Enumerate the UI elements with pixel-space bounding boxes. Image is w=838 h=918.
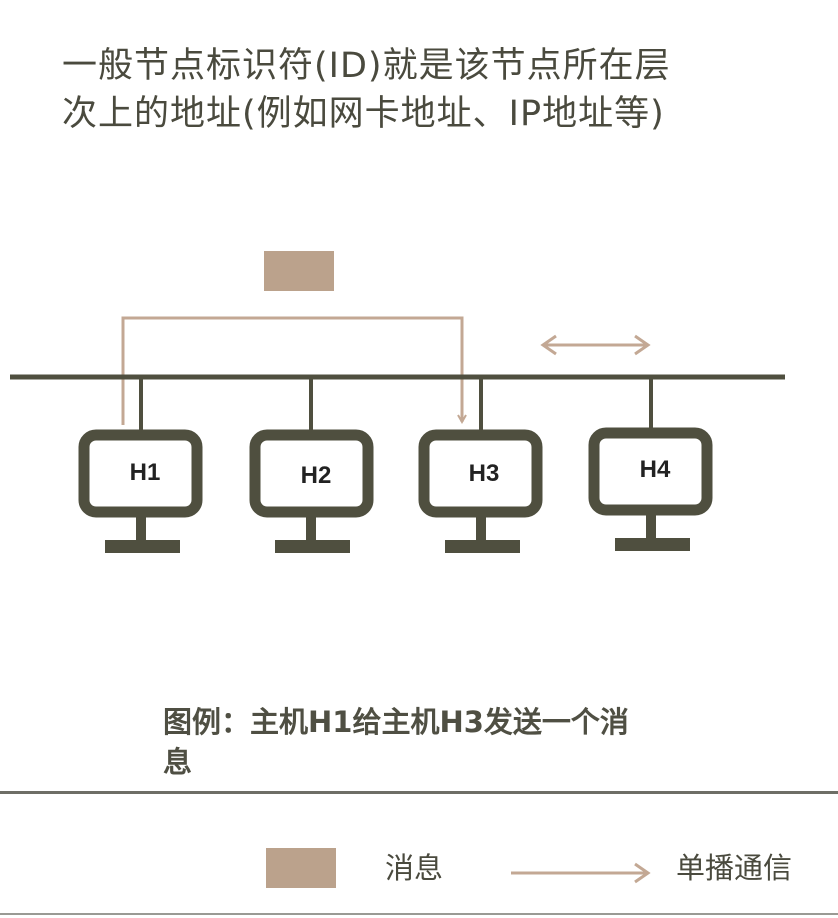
host-h4: H4 xyxy=(588,377,713,551)
host-label-h2: H2 xyxy=(301,462,332,489)
legend-divider-top xyxy=(0,791,838,794)
legend-message-swatch xyxy=(266,848,336,888)
host-h3: H3 xyxy=(418,377,543,553)
unicast-path-h1-to-h3 xyxy=(121,316,462,425)
host-label-h4: H4 xyxy=(640,456,671,483)
legend-caption: 图例：主机H1给主机H3发送一个消 息 xyxy=(163,702,773,782)
legend-unicast-arrow-icon xyxy=(511,862,651,884)
title-line-1: 一般节点标识符(ID)就是该节点所在层 xyxy=(62,46,671,86)
legend-caption-line-1: 图例：主机H1给主机H3发送一个消 xyxy=(163,705,629,739)
legend-caption-line-2: 息 xyxy=(163,745,193,779)
host-h2: H2 xyxy=(249,377,374,553)
legend-message-label: 消息 xyxy=(385,851,444,885)
legend-divider-bottom xyxy=(0,913,838,915)
host-label-h1: H1 xyxy=(130,459,161,486)
host-h1: H1 xyxy=(78,377,203,553)
host-label-h3: H3 xyxy=(469,460,500,487)
legend-unicast-label: 单播通信 xyxy=(676,851,793,885)
double-arrow-icon xyxy=(540,334,651,356)
page-title: 一般节点标识符(ID)就是该节点所在层 次上的地址(例如网卡地址、IP地址等) xyxy=(62,42,802,138)
message-packet xyxy=(264,251,334,291)
title-line-2: 次上的地址(例如网卡地址、IP地址等) xyxy=(62,94,665,134)
